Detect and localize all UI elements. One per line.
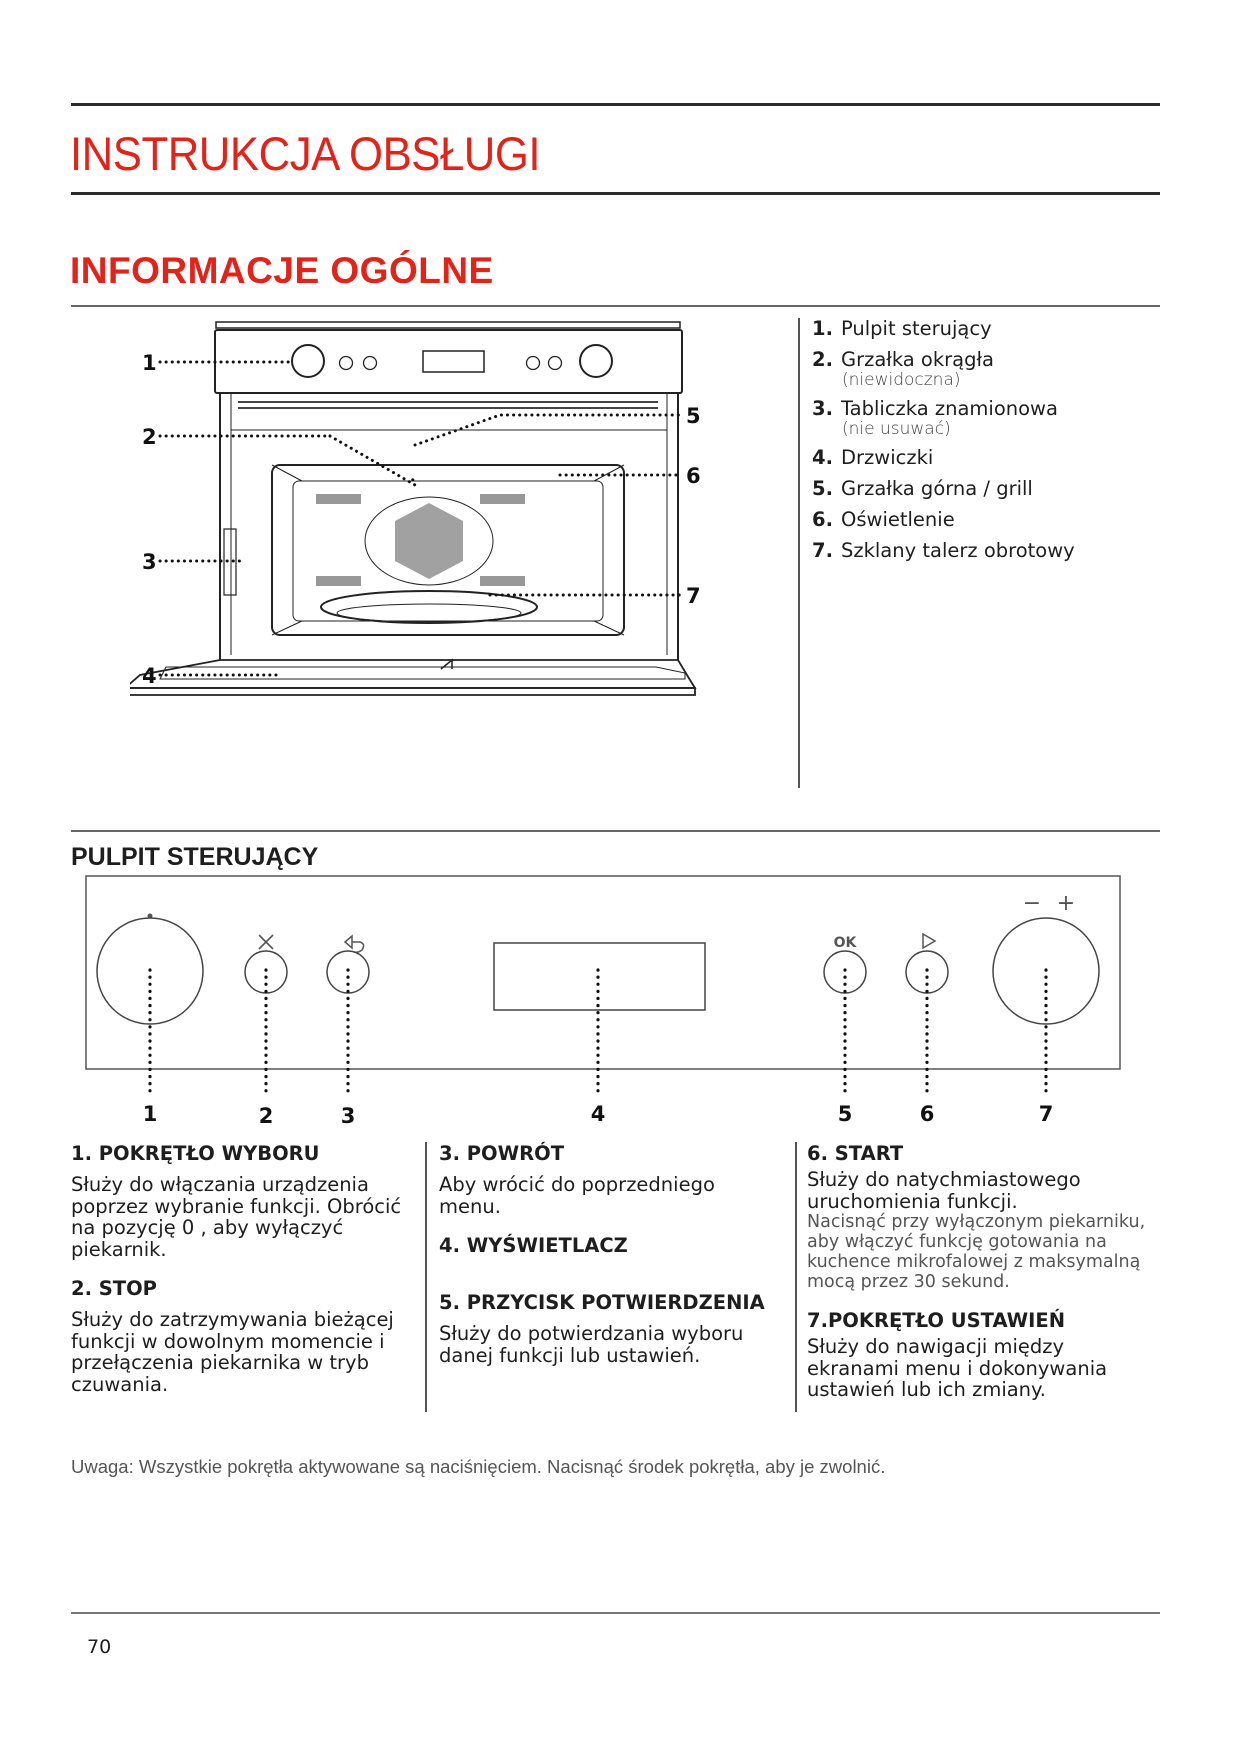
legend-item: 3.Tabliczka znamionowa(nie usuwać)	[812, 397, 1058, 439]
section-rule	[71, 305, 1160, 307]
oven-selector-knob	[291, 344, 325, 378]
footer-rule	[71, 1612, 1160, 1614]
oven-callout-1: 1	[142, 351, 157, 375]
column-divider-1	[425, 1142, 427, 1412]
display-window	[493, 942, 706, 1011]
oven-settings-knob	[579, 344, 613, 378]
control-panel-diagram: OK − + 1 2 3 4 5 6 7	[85, 875, 1121, 1128]
desc-heading: 2. STOP	[71, 1277, 157, 1300]
panel-callout-6: 6	[920, 1102, 935, 1126]
desc-heading: 4. WYŚWIETLACZ	[439, 1234, 628, 1257]
desc-heading: 5. PRZYCISK POTWIERDZENIA	[439, 1291, 765, 1314]
legend-item: 5.Grzałka górna / grill	[812, 477, 1033, 500]
oven-ok-button	[525, 355, 541, 371]
panel-callout-1: 1	[143, 1102, 158, 1126]
oven-callout-7: 7	[686, 584, 701, 608]
oven-turntable	[320, 590, 538, 624]
oven-start-button	[547, 355, 563, 371]
panel-callout-2: 2	[259, 1104, 274, 1128]
desc-text: Służy do nawigacji między ekranami menu …	[807, 1335, 1108, 1401]
selector-dot-icon	[147, 913, 153, 919]
legend-item: 7.Szklany talerz obrotowy	[812, 539, 1075, 562]
panel-callout-3: 3	[341, 1104, 356, 1128]
desc-text: Aby wrócić do poprzedniego menu.	[439, 1173, 715, 1218]
stop-button	[244, 950, 288, 994]
desc-heading: 6. START	[807, 1142, 904, 1165]
selector-knob	[96, 917, 204, 1025]
oven-diagram: 1 2 3 4 5 6 7	[130, 321, 701, 696]
oven-display	[422, 350, 485, 373]
start-button	[905, 950, 949, 994]
parts-legend: 1.Pulpit sterujący 2.Grzałka okrągła(nie…	[812, 318, 1152, 571]
oven-callout-6: 6	[686, 464, 701, 488]
desc-note: Nacisnąć przy wyłączonym piekarniku, aby…	[807, 1212, 1146, 1292]
column-divider-2	[795, 1142, 797, 1412]
panel-frame	[85, 875, 1121, 1070]
legend-item: 6.Oświetlenie	[812, 508, 955, 531]
oven-callout-4: 4	[142, 664, 157, 688]
page-title: INSTRUKCJA OBSŁUGI	[70, 127, 541, 180]
desc-heading: 7.POKRĘTŁO USTAWIEŃ	[807, 1309, 1066, 1332]
oven-cavity	[271, 464, 625, 636]
minus-icon: −	[1023, 891, 1041, 916]
desc-heading: 3. POWRÓT	[439, 1142, 565, 1165]
description-column-1: 1. POKRĘTŁO WYBORU Służy do włączania ur…	[71, 1142, 411, 1412]
desc-text: Służy do potwierdzania wyboru danej funk…	[439, 1322, 744, 1367]
legend-item: 4.Drzwiczki	[812, 446, 934, 469]
settings-knob	[992, 917, 1100, 1025]
section-heading-general: INFORMACJE OGÓLNE	[70, 250, 494, 291]
oven-back-button	[362, 355, 378, 371]
oven-stop-button	[338, 355, 354, 371]
desc-text: Służy do zatrzymywania bieżącej funkcji …	[71, 1308, 394, 1396]
legend-divider	[798, 318, 800, 788]
footnote: Uwaga: Wszystkie pokrętła aktywowane są …	[71, 1456, 886, 1477]
desc-text: Służy do włączania urządzenia poprzez wy…	[71, 1173, 402, 1261]
top-rule	[71, 103, 1160, 106]
oven-callout-2: 2	[142, 425, 157, 449]
plus-icon: +	[1057, 891, 1075, 916]
back-button	[326, 950, 370, 994]
back-arrow-icon	[343, 934, 365, 953]
title-underline	[71, 192, 1160, 195]
play-triangle-icon	[922, 932, 937, 950]
legend-item: 2.Grzałka okrągła(niewidoczna)	[812, 348, 994, 390]
desc-heading: 1. POKRĘTŁO WYBORU	[71, 1142, 320, 1165]
panel-callout-5: 5	[838, 1102, 853, 1126]
description-column-2: 3. POWRÓT Aby wrócić do poprzedniego men…	[439, 1142, 779, 1383]
page-number: 70	[87, 1636, 112, 1658]
panel-section-rule	[71, 830, 1160, 832]
oven-top-trim	[215, 321, 681, 329]
desc-text: Służy do natychmiastowego uruchomienia f…	[807, 1168, 1081, 1213]
description-column-3: 6. START Służy do natychmiastowego uruch…	[807, 1142, 1162, 1418]
oven-callout-5: 5	[686, 404, 701, 428]
panel-callout-4: 4	[591, 1102, 606, 1126]
ok-button	[823, 950, 867, 994]
panel-callout-7: 7	[1039, 1102, 1054, 1126]
oven-back-ellipse	[364, 496, 494, 586]
legend-item: 1.Pulpit sterujący	[812, 317, 992, 340]
oven-callout-3: 3	[142, 550, 157, 574]
section-heading-panel: PULPIT STERUJĄCY	[71, 843, 319, 871]
close-x-icon	[258, 934, 274, 950]
oven-rating-plate	[223, 528, 237, 596]
ok-label: OK	[834, 935, 858, 951]
